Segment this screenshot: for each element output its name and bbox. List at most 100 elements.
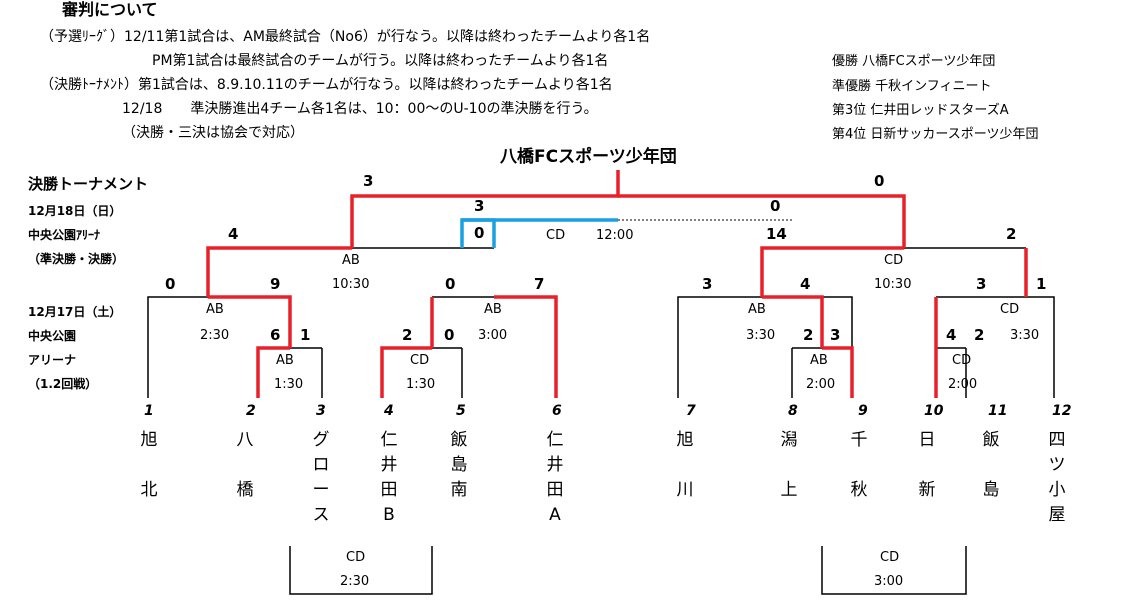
result-2nd: 準優勝 千秋インフィニート bbox=[832, 79, 992, 94]
r1-1-right-score: 1 bbox=[300, 326, 311, 344]
team-name-char: 屋 bbox=[1048, 505, 1066, 525]
semi2-time: 10:30 bbox=[874, 277, 912, 292]
seed-12: 12 bbox=[1052, 403, 1072, 419]
winner-line bbox=[380, 346, 432, 398]
qf3-right-score: 4 bbox=[800, 275, 811, 293]
team-name-char: ス bbox=[312, 505, 330, 525]
seed-4: 4 bbox=[384, 403, 394, 419]
team-name-char: B bbox=[383, 505, 395, 525]
winner-line bbox=[256, 346, 290, 398]
extra-box bbox=[289, 546, 433, 595]
r1-4-left-score: 4 bbox=[946, 326, 957, 344]
winner-line bbox=[762, 295, 824, 348]
r1-2-left-score: 2 bbox=[402, 326, 413, 344]
result-3rd: 第3位 仁井田レッドスターズA bbox=[832, 103, 1009, 118]
qf1-court: AB bbox=[206, 302, 224, 317]
seed-2: 2 bbox=[246, 403, 256, 419]
seed-9: 9 bbox=[858, 403, 868, 419]
qf1-right-score: 9 bbox=[270, 275, 281, 293]
result-1st: 優勝 八橋FCスポーツ少年団 bbox=[832, 54, 996, 69]
semi2-left-score: 14 bbox=[766, 225, 787, 243]
r1-4-right-score: 2 bbox=[974, 326, 985, 344]
seed-11: 11 bbox=[988, 403, 1008, 419]
qf3-time: 3:30 bbox=[746, 328, 776, 343]
team-name-char: 島 bbox=[450, 455, 468, 475]
team-name-char: 北 bbox=[140, 480, 158, 500]
team-name-char: 田 bbox=[546, 480, 564, 500]
day1-place: アリーナ bbox=[28, 353, 77, 367]
result-4th: 第4位 日新サッカースポーツ少年団 bbox=[832, 127, 1039, 142]
team-name-char: 四 bbox=[1048, 430, 1066, 450]
day2-venue: 中央公園ｱﾘｰﾅ bbox=[28, 228, 101, 242]
referee-note-3: （決勝ﾄｰﾅﾒﾝﾄ）第1試合は、8.9.10.11のチームが行なう。以降は終わっ… bbox=[40, 77, 613, 93]
bracket-line bbox=[147, 296, 208, 398]
seed-1: 1 bbox=[144, 403, 154, 419]
semi2-right-score: 2 bbox=[1006, 225, 1017, 243]
r1-3-time: 2:00 bbox=[806, 377, 836, 392]
r1-4-time: 2:00 bbox=[948, 377, 978, 392]
team-name-char: 井 bbox=[546, 455, 564, 475]
semi1-time: 10:30 bbox=[332, 277, 370, 292]
seed-8: 8 bbox=[788, 403, 798, 419]
r1-2-court: CD bbox=[410, 353, 430, 368]
qf4-court: CD bbox=[1000, 302, 1020, 317]
third-left-score: 3 bbox=[474, 197, 485, 215]
r1-3-right-score: 3 bbox=[830, 326, 841, 344]
winner-line bbox=[760, 246, 904, 297]
r1-1-time: 1:30 bbox=[274, 377, 304, 392]
qf4-time: 3:30 bbox=[1010, 328, 1040, 343]
semi1-left-score: 4 bbox=[228, 225, 239, 243]
team-name-char: 井 bbox=[380, 455, 398, 475]
referee-note-2: PM第1試合は最終試合のチームが行う。以降は終わったチームより各1名 bbox=[152, 53, 609, 69]
r1-2-time: 1:30 bbox=[406, 377, 436, 392]
qf2-right-score: 7 bbox=[534, 275, 545, 293]
champion-label: 八橋FCスポーツ少年団 bbox=[500, 147, 677, 167]
r1-3-court: AB bbox=[810, 353, 828, 368]
qf4-left-score: 3 bbox=[976, 275, 987, 293]
day2-round: （準決勝・決勝） bbox=[28, 252, 125, 266]
team-name-char: A bbox=[549, 505, 561, 525]
winner-line bbox=[208, 295, 292, 348]
team-name-char: 仁 bbox=[546, 430, 564, 450]
extra-box bbox=[821, 546, 967, 595]
semi1-court: AB bbox=[342, 253, 360, 268]
winner-line bbox=[822, 346, 854, 398]
team-name-char: 千 bbox=[850, 430, 868, 450]
team-name-char: ツ bbox=[1048, 455, 1066, 475]
team-name-char: 南 bbox=[450, 480, 468, 500]
winner-line bbox=[350, 170, 620, 248]
winner-line bbox=[618, 194, 906, 248]
bracket-line bbox=[998, 296, 1055, 398]
day2-date: 12月18日（日） bbox=[28, 204, 122, 218]
third-right-score: 0 bbox=[770, 197, 781, 215]
team-name-char: 橋 bbox=[236, 480, 254, 500]
day1-venue: 中央公園 bbox=[28, 329, 77, 343]
team-name-char: ー bbox=[312, 480, 330, 500]
third-place-line bbox=[460, 218, 618, 248]
final-left-score: 3 bbox=[363, 172, 374, 190]
team-name-char: 飯 bbox=[450, 430, 468, 450]
team-name-char: 上 bbox=[780, 480, 798, 500]
extra1-court: CD bbox=[346, 550, 366, 565]
team-name-char: ロ bbox=[312, 455, 330, 475]
team-name-char: 仁 bbox=[380, 430, 398, 450]
team-name-char: 日 bbox=[918, 430, 936, 450]
qf2-left-score: 0 bbox=[445, 275, 456, 293]
r1-1-left-score: 6 bbox=[270, 326, 281, 344]
final-right-score: 0 bbox=[874, 172, 885, 190]
bracket-line bbox=[677, 296, 762, 398]
day1-round: （1.2回戦） bbox=[28, 377, 98, 391]
qf4-right-score: 1 bbox=[1036, 275, 1047, 293]
team-name-char: 飯 bbox=[982, 430, 1000, 450]
seed-5: 5 bbox=[456, 403, 466, 419]
seed-7: 7 bbox=[686, 403, 696, 419]
team-name-char: グ bbox=[312, 430, 330, 450]
team-name-char: 田 bbox=[380, 480, 398, 500]
qf1-time: 2:30 bbox=[200, 328, 230, 343]
extra2-court: CD bbox=[880, 550, 900, 565]
qf2-court: AB bbox=[484, 302, 502, 317]
winner-line bbox=[494, 295, 558, 398]
third-court: CD bbox=[546, 228, 566, 243]
winner-line bbox=[206, 246, 352, 297]
